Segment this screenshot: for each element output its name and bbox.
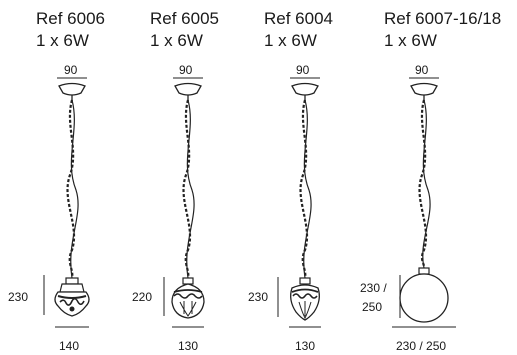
product-6007: Ref 6007-16/18 1 x 6W 90 230 / 250 230 /… — [354, 0, 517, 355]
product-ref: Ref 6005 — [150, 9, 219, 28]
chain — [418, 99, 428, 269]
ornate-teardrop-shade — [290, 277, 320, 321]
product-6005: Ref 6005 1 x 6W 90 220 130 — [124, 0, 242, 355]
product-ref: Ref 6007-16/18 — [384, 9, 502, 28]
height-label: 230 — [8, 290, 29, 304]
canopy-width-label: 90 — [296, 63, 310, 77]
pendant-lamp-drawing — [277, 77, 321, 328]
chain — [66, 99, 76, 279]
product-6004: Ref 6004 1 x 6W 90 230 130 — [242, 0, 354, 355]
cable — [70, 99, 79, 279]
pendant-lamp-drawing — [43, 77, 90, 328]
shade-width-label: 130 — [295, 339, 316, 353]
shade-width-label: 230 / 250 — [396, 339, 447, 353]
height-label: 230 — [248, 290, 269, 304]
shade-width-label: 140 — [59, 339, 80, 353]
product-power: 1 x 6W — [264, 31, 317, 50]
cable — [186, 99, 195, 279]
product-ref: Ref 6004 — [264, 9, 333, 28]
pendant-lamp-drawing — [163, 77, 205, 328]
chain — [182, 99, 192, 279]
shade-width-label: 130 — [178, 339, 199, 353]
ornate-globe-shade — [171, 277, 205, 319]
cable — [303, 99, 312, 279]
plain-sphere-shade — [399, 267, 449, 323]
ceiling-canopy — [58, 82, 86, 96]
canopy-width-label: 90 — [64, 63, 78, 77]
height-label: 220 — [132, 290, 153, 304]
ceiling-canopy — [291, 82, 319, 96]
ceiling-canopy — [174, 82, 202, 96]
canopy-width-label: 90 — [415, 63, 429, 77]
canopy-width-label: 90 — [179, 63, 193, 77]
cable — [422, 99, 431, 269]
ornate-bell-shade — [54, 277, 90, 317]
pendant-lamp-drawing — [392, 77, 456, 328]
height-label-line2: 250 — [362, 300, 383, 314]
chain — [299, 99, 309, 279]
height-label: 230 / — [360, 281, 387, 295]
product-6006: Ref 6006 1 x 6W 90 230 140 — [0, 0, 124, 355]
product-power: 1 x 6W — [150, 31, 203, 50]
product-power: 1 x 6W — [384, 31, 437, 50]
ceiling-canopy — [410, 82, 438, 96]
product-power: 1 x 6W — [36, 31, 89, 50]
product-ref: Ref 6006 — [36, 9, 105, 28]
